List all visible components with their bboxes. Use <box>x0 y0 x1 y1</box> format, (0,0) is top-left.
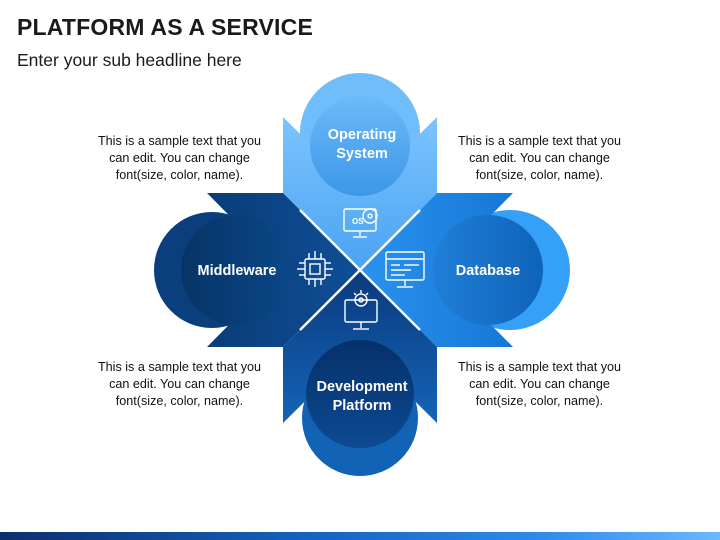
note-top-right: This is a sample text that you can edit.… <box>457 134 622 182</box>
note-top-left: This is a sample text that you can edit.… <box>97 134 262 182</box>
chip-icon <box>297 251 333 287</box>
os-badge-text: OS <box>352 217 364 226</box>
code-window-icon <box>385 251 425 288</box>
footer-gradient-bar <box>0 532 720 540</box>
segment-top-label-line2: System <box>336 146 388 162</box>
segment-left-disc <box>181 215 291 325</box>
segment-operating-system: Operating System OS <box>283 73 437 270</box>
segment-left-label: Middleware <box>198 263 277 279</box>
page-subtitle: Enter your sub headline here <box>17 50 242 70</box>
gear-monitor-icon <box>344 290 378 330</box>
segment-bottom-label-line1: Development <box>316 379 407 395</box>
segment-middleware: Middleware <box>154 193 360 347</box>
note-bottom-left: This is a sample text that you can edit.… <box>97 360 262 408</box>
segment-bottom-disc <box>306 340 414 448</box>
segment-top-disc <box>310 96 410 196</box>
segment-right-disc <box>433 215 543 325</box>
segment-top-label-line1: Operating <box>328 127 396 143</box>
note-bottom-right: This is a sample text that you can edit.… <box>457 360 622 408</box>
os-monitor-icon <box>343 208 378 238</box>
segment-database: Database <box>360 193 570 347</box>
segment-development-platform: Development Platform <box>283 270 437 476</box>
segment-right-label: Database <box>456 263 520 279</box>
segment-dividers <box>299 209 421 331</box>
segment-bottom-label-line2: Platform <box>333 398 392 414</box>
page-title: PLATFORM AS A SERVICE <box>17 14 313 40</box>
